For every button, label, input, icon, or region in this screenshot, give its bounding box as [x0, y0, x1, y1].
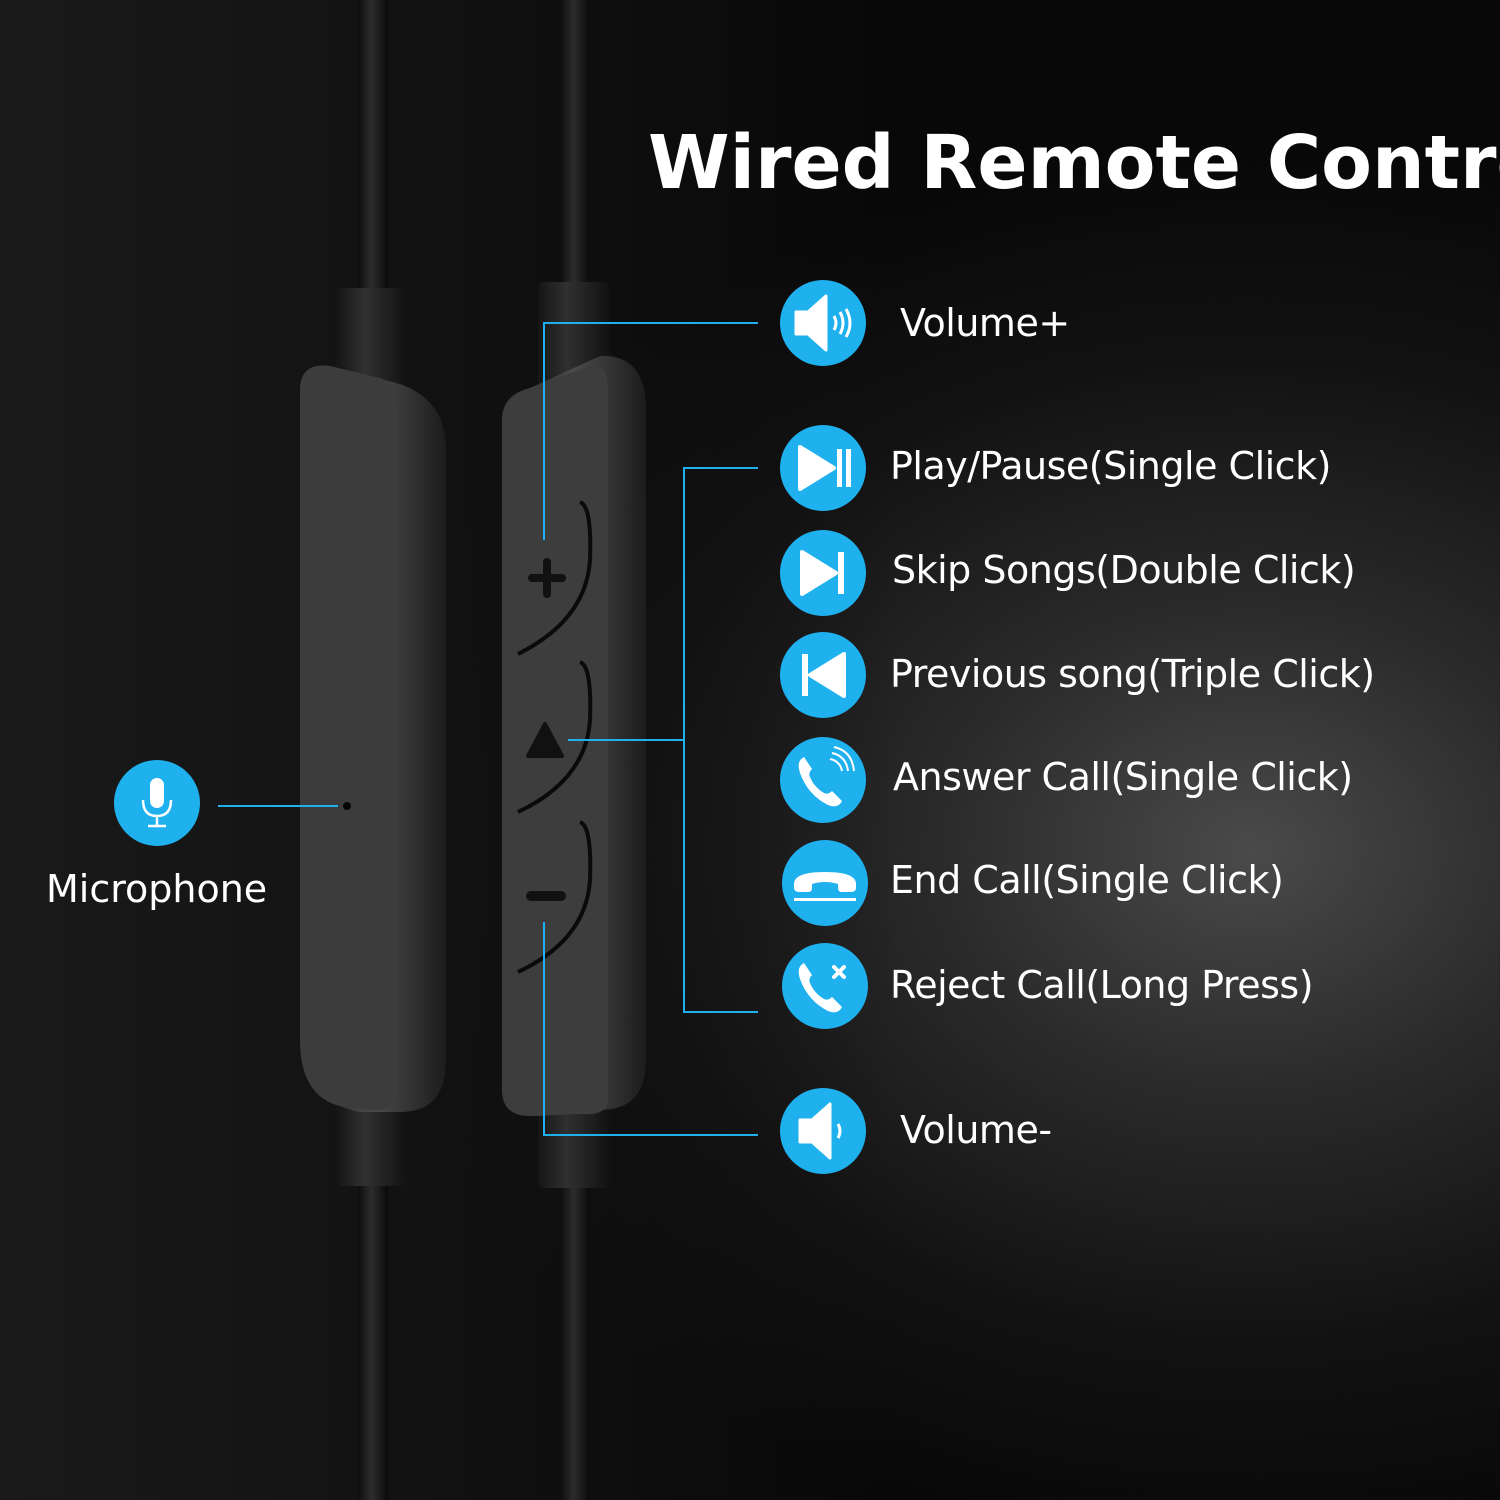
end-call-icon: [782, 840, 868, 926]
answer-call-icon: [780, 737, 866, 823]
page-title: Wired Remote Control: [648, 120, 1500, 206]
callout-bracket: [683, 467, 758, 1013]
function-label-volume-down: Volume-: [900, 1108, 1052, 1152]
function-label-previous: Previous song(Triple Click): [890, 652, 1375, 696]
play-pause-icon: [780, 425, 866, 511]
remote-plus-button: [528, 558, 566, 598]
callout-lines: [218, 322, 758, 1136]
volume-up-icon: [780, 280, 866, 366]
right-remote-body: [502, 355, 646, 1116]
callout-volume-up: [543, 322, 758, 540]
microphone-label: Microphone: [46, 867, 268, 911]
remote-minus-button: [526, 891, 566, 901]
function-label-volume-up: Volume+: [900, 301, 1070, 345]
function-label-answer-call: Answer Call(Single Click): [893, 755, 1353, 799]
function-label-reject-call: Reject Call(Long Press): [890, 963, 1314, 1007]
reject-call-icon: [782, 943, 868, 1029]
left-remote-body: [300, 365, 446, 1112]
microphone-icon: [114, 760, 200, 846]
skip-previous-icon: [780, 632, 866, 718]
remote-center-button: [526, 722, 564, 758]
skip-next-icon: [780, 530, 866, 616]
microphone-hole: [343, 802, 351, 810]
volume-down-icon: [780, 1088, 866, 1174]
function-label-play-pause: Play/Pause(Single Click): [890, 444, 1331, 488]
function-label-end-call: End Call(Single Click): [890, 858, 1284, 902]
function-label-skip: Skip Songs(Double Click): [892, 548, 1356, 592]
callout-volume-down: [543, 922, 758, 1136]
